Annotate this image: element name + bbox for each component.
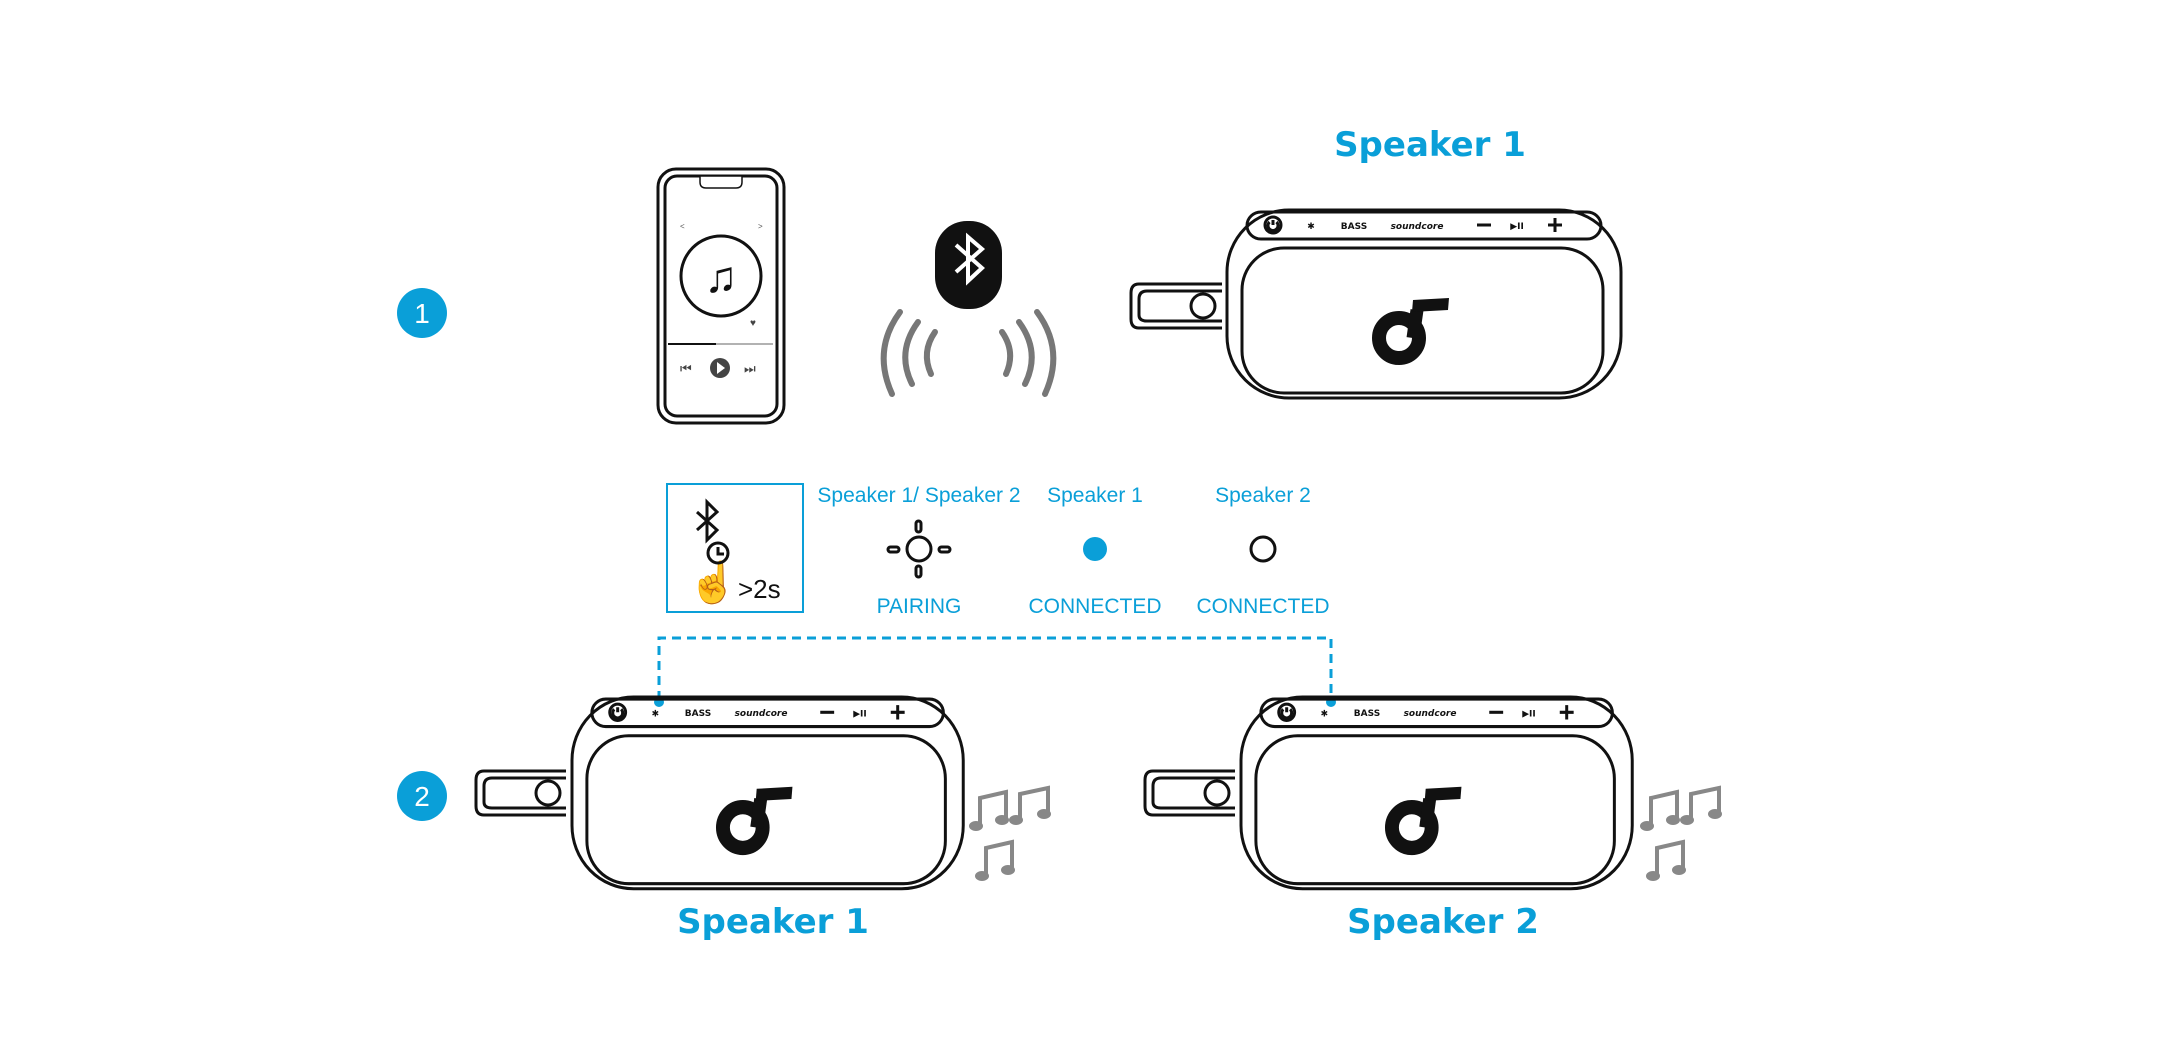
music-notes-icon xyxy=(967,786,1053,883)
speaker-1-illustration: BASS soundcore xyxy=(1129,210,1621,398)
bass-button-label: BASS xyxy=(1341,222,1367,232)
svg-text:1: 1 xyxy=(414,298,430,329)
svg-text:♥: ♥ xyxy=(750,318,756,329)
svg-text:Speaker 2: Speaker 2 xyxy=(1215,484,1311,507)
brand-logo-text: soundcore xyxy=(1391,222,1444,232)
bass-button-label: BASS xyxy=(685,709,711,719)
music-note-icon: ♫ xyxy=(705,253,738,302)
bass-button-label: BASS xyxy=(1354,709,1380,719)
speaker-2-bottom-illustration: BASS soundcore xyxy=(1143,697,1724,889)
hand-press-icon: ☝ xyxy=(688,558,738,606)
brand-logo-text: soundcore xyxy=(1404,709,1457,719)
svg-text:<: < xyxy=(680,222,685,231)
svg-text:>2s: >2s xyxy=(738,574,781,604)
svg-text:⏮: ⏮ xyxy=(680,361,692,376)
speaker-1-title: Speaker 1 xyxy=(1334,125,1526,165)
svg-text:>: > xyxy=(758,222,763,231)
speaker-1-bottom-illustration: BASS soundcore xyxy=(474,697,1053,889)
step-2-badge: 2 xyxy=(397,771,447,821)
svg-text:Speaker 1: Speaker 1 xyxy=(1047,484,1143,507)
bluetooth-icon xyxy=(695,498,720,544)
svg-text:2: 2 xyxy=(414,781,430,812)
indicator-pairing: Speaker 1/ Speaker 2 PAIRING xyxy=(817,484,1020,618)
svg-text:CONNECTED: CONNECTED xyxy=(1028,595,1161,618)
music-notes-icon xyxy=(1638,786,1724,883)
svg-text:⏭: ⏭ xyxy=(744,361,756,376)
clock-icon xyxy=(706,541,730,565)
phone-illustration: ♫ < > ⏮ ⏭ ♥ xyxy=(656,167,786,425)
step-1-badge: 1 xyxy=(397,288,447,338)
speaker-2-label: Speaker 2 xyxy=(1347,902,1539,942)
svg-text:CONNECTED: CONNECTED xyxy=(1196,595,1329,618)
signal-waves-icon xyxy=(880,309,1057,397)
svg-text:PAIRING: PAIRING xyxy=(877,595,962,618)
hold-bluetooth-button-instruction: ☝ >2s xyxy=(666,483,804,613)
bluetooth-icon xyxy=(935,221,1002,309)
indicator-speaker-2-connected: Speaker 2 CONNECTED xyxy=(1196,484,1329,618)
indicator-speaker-1-connected: Speaker 1 CONNECTED xyxy=(1028,484,1161,618)
brand-logo-text: soundcore xyxy=(735,709,788,719)
svg-text:Speaker 1/ Speaker 2: Speaker 1/ Speaker 2 xyxy=(817,484,1020,507)
bluetooth-button-connector xyxy=(657,636,1333,700)
speaker-1-label: Speaker 1 xyxy=(677,902,869,942)
